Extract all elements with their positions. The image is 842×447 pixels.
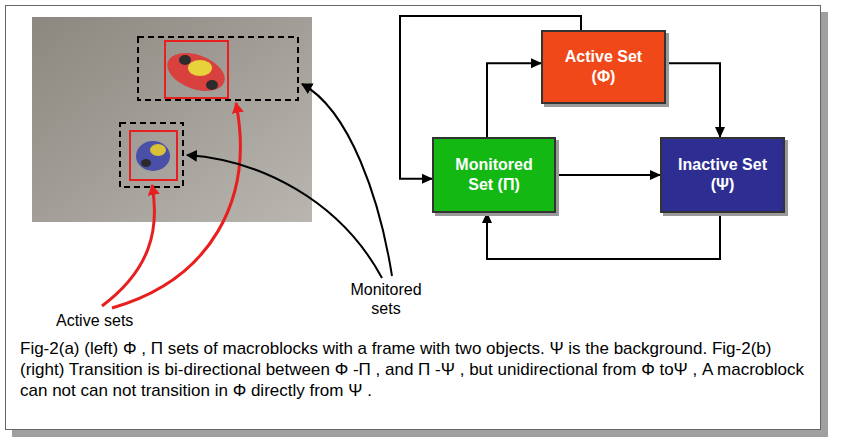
set-label: Monitored sets	[340, 280, 432, 318]
state-label: Active Set (Φ)	[551, 43, 657, 91]
state-box: Monitored Set (Π)	[432, 137, 556, 213]
state-box: Inactive Set (Ψ)	[660, 137, 785, 213]
photo	[32, 17, 312, 222]
transition-arrow	[487, 213, 720, 259]
active-region	[130, 131, 177, 180]
state-label: Inactive Set (Ψ)	[670, 151, 776, 199]
state-label: Monitored Set (Π)	[441, 151, 547, 199]
monitored-region	[138, 37, 298, 100]
leader-line	[102, 185, 154, 306]
state-box: Active Set (Φ)	[541, 30, 666, 104]
transition-arrow	[556, 174, 660, 176]
monitored-region	[120, 123, 183, 187]
transition-arrow	[487, 63, 541, 137]
set-label: Active sets	[56, 311, 166, 330]
leader-line	[302, 84, 392, 276]
transition-arrow	[666, 63, 720, 137]
figure-caption: Fig-2(a) (left) Φ , Π sets of macroblock…	[20, 338, 812, 401]
leader-line	[187, 155, 382, 278]
active-region	[165, 41, 228, 98]
